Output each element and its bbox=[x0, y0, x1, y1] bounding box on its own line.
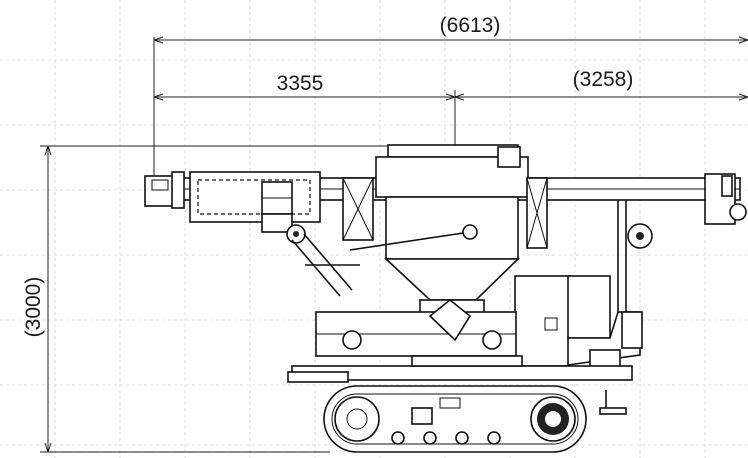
dimension-overall-height-label: (3000) bbox=[22, 277, 45, 338]
boom-strut bbox=[291, 224, 478, 297]
dimension-overall-height bbox=[40, 145, 390, 453]
mast-head bbox=[599, 173, 747, 415]
dimension-rear-length-label: (3258) bbox=[573, 68, 634, 91]
crawler-track bbox=[323, 385, 587, 453]
dimension-overall-length bbox=[153, 36, 748, 180]
mast-cylinder-assembly bbox=[189, 171, 321, 244]
dimension-overall-length-label: (6613) bbox=[440, 14, 501, 37]
dimension-front-length bbox=[153, 90, 748, 148]
turntable-deck bbox=[287, 355, 633, 383]
dimension-front-length-label: 3355 bbox=[277, 72, 324, 95]
